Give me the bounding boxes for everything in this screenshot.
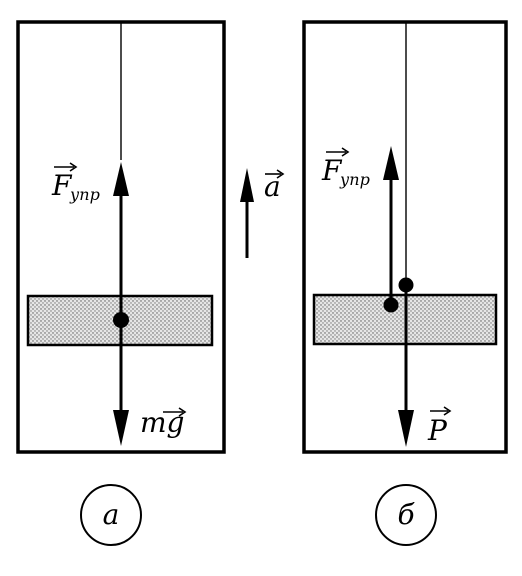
panel-b: F упр P: [302, 20, 508, 454]
caption-a: а: [80, 484, 142, 546]
acceleration-indicator: a: [240, 168, 285, 258]
svg-text:mg: mg: [140, 406, 184, 439]
center-of-mass-a: [113, 312, 129, 328]
application-point-weight-b: [398, 277, 414, 293]
gravity-arrowhead-a: [113, 410, 129, 446]
application-point-force-b: [383, 297, 399, 313]
svg-text:P: P: [427, 414, 448, 447]
elevator-frame-b: [302, 20, 508, 454]
svg-text:упр: упр: [69, 185, 100, 204]
acceleration-label: a: [264, 169, 285, 203]
acceleration-arrowhead: [240, 168, 254, 202]
caption-b: б: [375, 484, 437, 546]
svg-text:упр: упр: [339, 170, 370, 189]
svg-text:а: а: [103, 498, 120, 531]
elastic-force-label-a: F упр: [51, 162, 100, 204]
svg-text:F: F: [51, 169, 73, 202]
svg-text:б: б: [397, 498, 415, 531]
panel-a: F упр mg: [16, 20, 226, 454]
weight-label-b: P: [427, 406, 452, 447]
svg-text:F: F: [321, 154, 343, 187]
elastic-force-arrowhead-a: [113, 162, 129, 196]
svg-text:a: a: [264, 170, 281, 203]
elastic-force-arrowhead-b: [383, 146, 399, 180]
weight-arrowhead-b: [398, 410, 414, 447]
gravity-label-a: mg: [140, 406, 187, 439]
elastic-force-label-b: F упр: [321, 147, 370, 189]
